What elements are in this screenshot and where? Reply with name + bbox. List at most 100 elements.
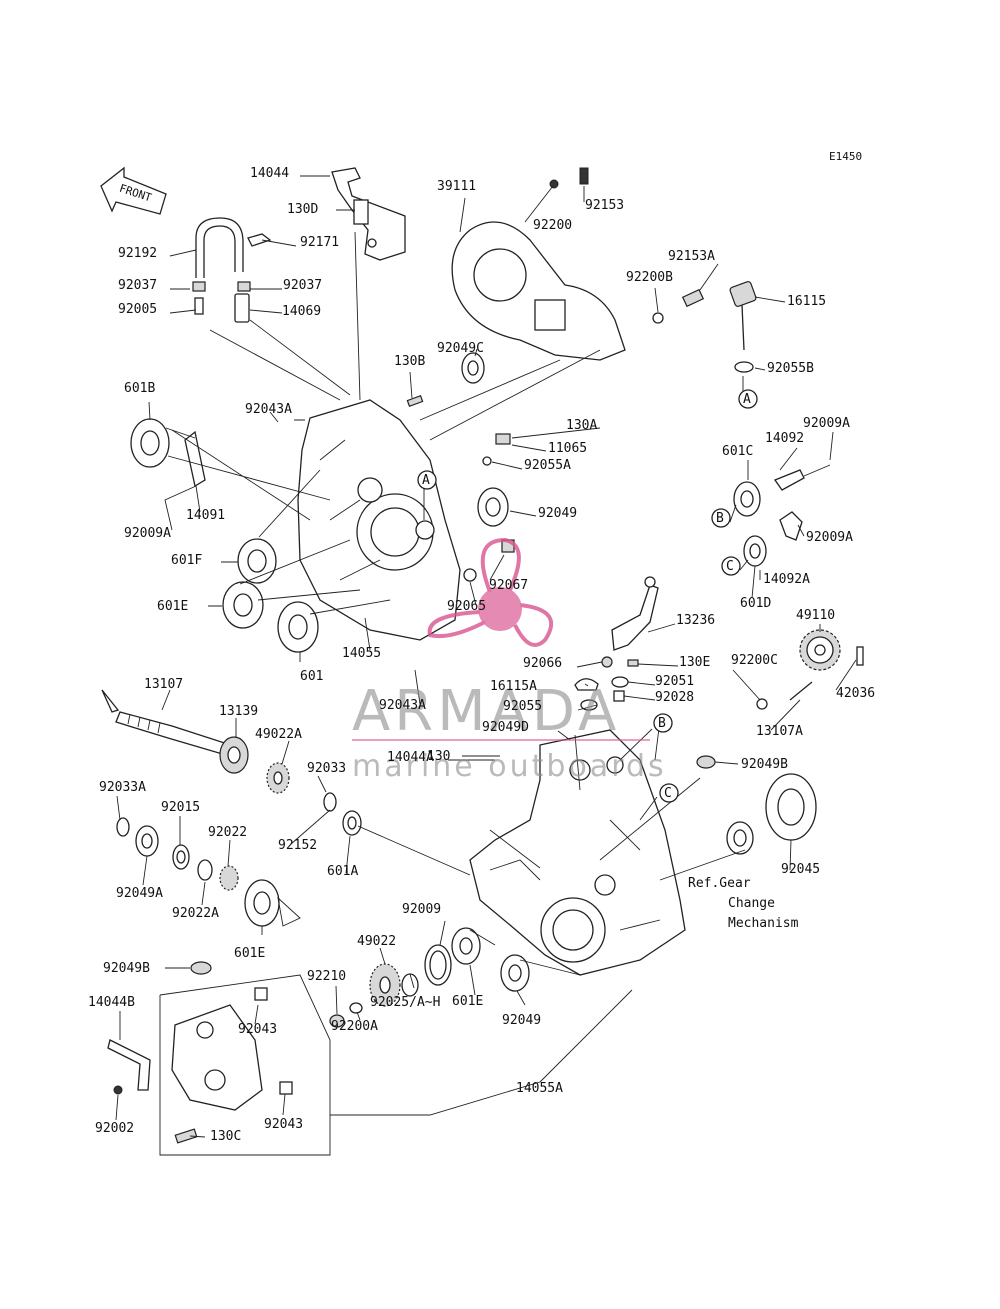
part-label-l130C: 130C [210,1129,241,1144]
part-label-l92002: 92002 [95,1121,134,1136]
bearing-601A [342,810,362,836]
part-label-l92055: 92055 [503,699,542,714]
part-label-l14055: 14055 [342,646,381,661]
part-label-l13236: 13236 [676,613,715,628]
part-label-l130D: 130D [287,202,318,217]
watermark-brand: ARMADA [352,679,620,744]
bearing-601E-lower [451,927,481,965]
part-label-l92043A: 92043A [245,402,292,417]
watermark-tagline: marine outboards [352,749,667,784]
part-label-l92009A_r1: 92009A [803,416,850,431]
housing-box [107,961,331,1156]
part-label-l92049A: 92049A [116,886,163,901]
part-label-l92171: 92171 [300,235,339,250]
part-label-l130: 130 [427,749,450,764]
part-label-l130B: 130B [394,354,425,369]
bearing-601B [130,418,170,468]
part-label-l11065: 11065 [548,441,587,456]
dipstick-16115 [729,281,757,373]
part-label-l92152: 92152 [278,838,317,853]
washer-92200B [652,312,664,324]
part-label-lB1: B [716,511,724,526]
part-label-l92200C: 92200C [731,653,778,668]
part-label-l49022: 49022 [357,934,396,949]
shaft-13107A [789,681,813,701]
washer-92022 [219,865,239,891]
part-label-l92015: 92015 [161,800,200,815]
bracket-14044 [331,167,406,261]
part-label-l14069: 14069 [282,304,321,319]
part-label-lA2: A [422,473,430,488]
part-label-l92043b: 92043 [264,1117,303,1132]
shim-92025 [401,973,419,997]
leader-lines [101,175,857,1138]
part-label-l601A: 601A [327,864,358,879]
bearing-601 [277,601,319,653]
part-label-l14092: 14092 [765,431,804,446]
part-label-l92045: 92045 [781,862,820,877]
part-label-lC1: C [726,559,734,574]
propeller-logo [427,537,554,647]
diagram-code: E1450 [829,150,862,163]
part-label-l92043a: 92043 [238,1022,277,1037]
bolt-130B [406,395,424,407]
gear-49110 [799,629,841,671]
part-label-l92049a: 92049 [538,506,577,521]
plate-14092A [779,511,803,541]
part-11065 [495,433,511,445]
part-label-lB2: B [658,716,666,731]
seal-92049-lower [500,954,530,992]
part-label-l92055A: 92055A [524,458,571,473]
part-label-l92153: 92153 [585,198,624,213]
part-label-l14044B: 14044B [88,995,135,1010]
part-label-l92049D: 92049D [482,720,529,735]
part-label-l92200B: 92200B [626,270,673,285]
part-label-l14092A: 14092A [763,572,810,587]
part-label-l13107A: 13107A [756,724,803,739]
bearing-601C [733,481,761,517]
seal-92049 [477,487,509,527]
case-cover-14055 [297,399,461,641]
oring-92065 [463,568,477,582]
part-label-l49110: 49110 [796,608,835,623]
part-label-l92022A: 92022A [172,906,219,921]
callout-circles [417,389,758,803]
bearing-601E-mid [244,879,280,927]
part-label-l13139: 13139 [219,704,258,719]
spacer-92015 [172,844,190,870]
part-label-l92022: 92022 [208,825,247,840]
part-label-l92009: 92009 [402,902,441,917]
part-label-l92025: 92025/A~H [370,995,440,1010]
plate-14092 [773,469,805,491]
part-label-l601Ec: 601E [452,994,483,1009]
ring-92009 [424,944,452,986]
part-label-l92066: 92066 [523,656,562,671]
part-label-l92055B: 92055B [767,361,814,376]
part-label-l601: 601 [300,669,323,684]
part-label-lChange: Change [728,896,775,911]
part-label-l92153A: 92153A [668,249,715,264]
part-label-l42036: 42036 [836,686,875,701]
part-label-l14044A: 14044A [387,750,434,765]
hose-assembly [192,217,272,323]
seal-92049A [135,825,159,857]
part-label-l92192: 92192 [118,246,157,261]
part-label-l92210: 92210 [307,969,346,984]
gear-change-part [726,821,754,855]
part-label-l39111: 39111 [437,179,476,194]
washer-92200A [349,1002,363,1014]
bearing-601E-upper [222,581,264,629]
part-label-l92067: 92067 [489,578,528,593]
part-14091 [184,430,206,488]
part-label-l13107: 13107 [144,677,183,692]
bearing-601D [743,535,767,567]
part-label-l601F: 601F [171,553,202,568]
washer-92200C [756,698,768,710]
part-label-lRefGear: Ref.Gear [688,876,751,891]
seal-92049B-right [696,755,716,769]
part-label-l92051: 92051 [655,674,694,689]
gear-13139 [219,736,249,774]
seal-92049C [461,352,485,384]
